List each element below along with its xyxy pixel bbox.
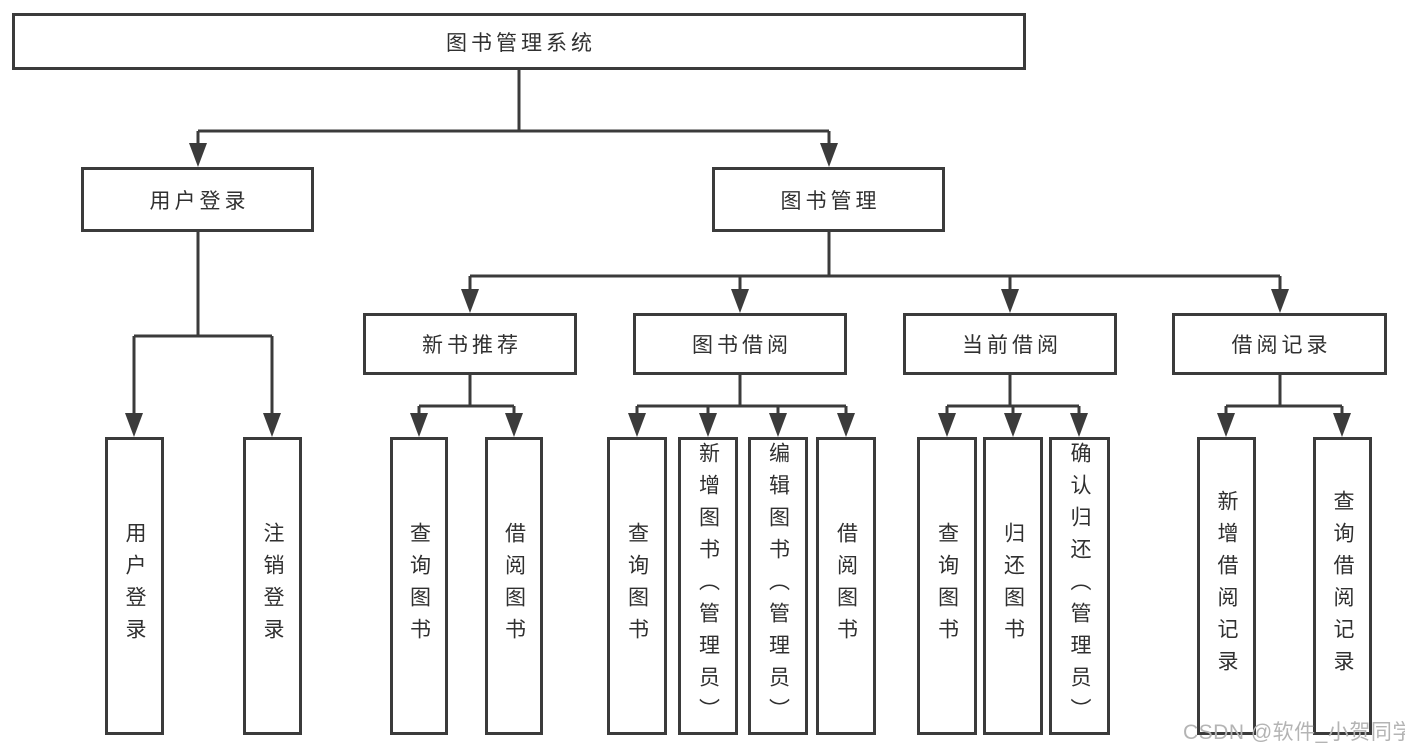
node-label: 图书管理系统 — [446, 31, 596, 55]
connector-book-borrowing — [635, 375, 848, 415]
connector-user-login — [132, 232, 274, 415]
arrowhead — [1001, 289, 1019, 313]
leaf-label: 借阅图书 — [502, 522, 526, 650]
arrowhead — [731, 289, 749, 313]
arrowhead — [837, 413, 855, 437]
leaf-return-book: 归还图书 — [983, 437, 1043, 735]
leaf-label: 注销登录 — [261, 522, 284, 650]
arrowhead — [1004, 413, 1022, 437]
leaf-label: 查询图书 — [935, 522, 959, 650]
csdn-watermark: CSDN @软件_小贺同学 — [1183, 721, 1405, 744]
arrowhead — [1070, 413, 1088, 437]
node-label: 新书推荐 — [422, 334, 522, 357]
arrowhead — [461, 289, 479, 313]
connector-borrowing-records — [1224, 375, 1344, 415]
leaf-label: 借阅图书 — [834, 522, 858, 650]
arrowhead — [938, 413, 956, 437]
arrowhead — [769, 413, 787, 437]
node-book-borrowing: 图书借阅 — [633, 313, 847, 375]
leaf-label: 归还图书 — [1001, 522, 1025, 650]
connector-root-to-level2 — [196, 70, 831, 145]
leaf-query-books-borrowing: 查询图书 — [607, 437, 667, 735]
node-user-login: 用户登录 — [81, 167, 314, 232]
leaf-label: 确认归还（管理员） — [1068, 442, 1091, 730]
leaf-query-books-current: 查询图书 — [917, 437, 977, 735]
arrowhead — [263, 413, 281, 437]
node-label: 图书借阅 — [692, 334, 792, 357]
leaf-label: 查询图书 — [625, 522, 649, 650]
arrowhead — [189, 143, 207, 167]
leaf-confirm-return-admin: 确认归还（管理员） — [1049, 437, 1110, 735]
arrowhead — [820, 143, 838, 167]
leaf-query-books-recommend: 查询图书 — [390, 437, 448, 735]
arrowhead — [628, 413, 646, 437]
arrowhead — [125, 413, 143, 437]
node-borrowing-records: 借阅记录 — [1172, 313, 1387, 375]
leaf-borrow-books-recommend: 借阅图书 — [485, 437, 543, 735]
arrowhead — [1271, 289, 1289, 313]
leaf-label: 用户登录 — [123, 522, 146, 650]
arrowhead — [1217, 413, 1235, 437]
node-label: 当前借阅 — [962, 334, 1062, 357]
node-current-borrowing: 当前借阅 — [903, 313, 1117, 375]
leaf-label: 新增借阅记录 — [1215, 490, 1238, 682]
leaf-label: 编辑图书（管理员） — [766, 442, 790, 730]
leaf-user-login: 用户登录 — [105, 437, 164, 735]
node-library-management-system: 图书管理系统 — [12, 13, 1026, 70]
connector-current-borrowing — [945, 375, 1081, 415]
leaf-label: 查询借阅记录 — [1331, 490, 1354, 682]
leaf-borrow-books-borrowing: 借阅图书 — [816, 437, 876, 735]
connector-new-book — [417, 375, 516, 415]
leaf-edit-book-admin: 编辑图书（管理员） — [748, 437, 808, 735]
node-label: 借阅记录 — [1231, 334, 1332, 357]
arrowhead — [505, 413, 523, 437]
connector-book-management — [468, 232, 1282, 291]
leaf-label: 查询图书 — [407, 522, 431, 650]
node-new-book-recommendation: 新书推荐 — [363, 313, 577, 375]
node-book-management: 图书管理 — [712, 167, 945, 232]
node-label: 图书管理 — [780, 189, 881, 213]
leaf-label: 新增图书（管理员） — [696, 442, 720, 730]
arrowhead — [699, 413, 717, 437]
leaf-logout: 注销登录 — [243, 437, 302, 735]
node-label: 用户登录 — [149, 189, 250, 213]
leaf-add-borrow-record: 新增借阅记录 — [1197, 437, 1256, 735]
arrowhead — [410, 413, 428, 437]
leaf-query-borrow-record: 查询借阅记录 — [1313, 437, 1372, 735]
arrowhead — [1333, 413, 1351, 437]
leaf-add-book-admin: 新增图书（管理员） — [678, 437, 738, 735]
